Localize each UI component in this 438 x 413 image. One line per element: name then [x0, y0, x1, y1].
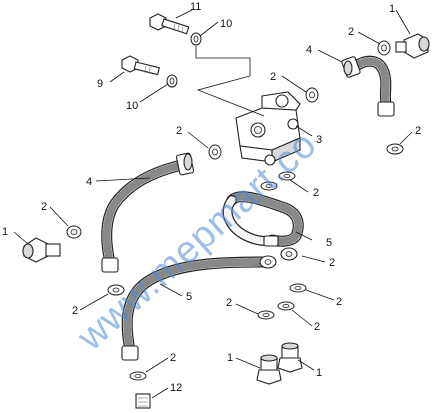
callout-11: 11	[190, 1, 201, 13]
callout-2-right-mid: 2	[329, 257, 335, 269]
callout-9: 9	[97, 78, 103, 90]
callout-1-bottom-left: 1	[227, 352, 233, 364]
callout-5-right: 5	[326, 237, 332, 249]
callout-2-valve: 2	[270, 71, 276, 83]
hose-4-right	[350, 55, 392, 110]
washer-10-top	[190, 32, 202, 46]
callout-2-top-right: 2	[348, 26, 354, 38]
callout-1-left: 1	[2, 226, 8, 238]
fitting-1-top-right	[395, 33, 430, 59]
callout-2-left-valve: 2	[176, 125, 182, 137]
valve-body	[235, 91, 301, 166]
callout-2-lower-right: 2	[336, 296, 342, 308]
callout-2-lower-mid: 2	[226, 297, 232, 309]
callout-12: 12	[170, 382, 182, 394]
callout-numbers: 11 10 1 2 4 9 2 10 3 2 2 2 4 2 1 5 2 5 2…	[2, 1, 421, 394]
fitting-1-left	[22, 237, 61, 263]
callout-3: 3	[316, 134, 322, 146]
callout-4-left: 4	[86, 176, 92, 188]
fitting-12	[135, 393, 151, 409]
callout-10-mid: 10	[126, 100, 138, 112]
bolt-9	[121, 55, 160, 76]
callout-2-bottom: 2	[170, 352, 176, 364]
callout-4-right: 4	[306, 44, 312, 56]
callout-2-far-right: 2	[415, 125, 421, 137]
hose-end-nuts	[101, 56, 395, 361]
bolt-11	[149, 13, 190, 35]
callout-5-lower: 5	[186, 291, 192, 303]
callout-2-center: 2	[313, 187, 319, 199]
callout-2-lower-left: 2	[72, 305, 78, 317]
fitting-1-bottom-left	[256, 354, 282, 385]
callout-1-top-right: 1	[389, 3, 395, 15]
callout-10-top: 10	[220, 18, 232, 30]
hose-4-left	[101, 158, 192, 268]
seal-washers-2	[66, 40, 404, 381]
leader-lines	[13, 9, 413, 399]
callout-2-bottom-right: 2	[314, 321, 320, 333]
fitting-1-bottom-right	[277, 342, 303, 373]
hose-5-lower	[121, 256, 272, 356]
washer-10-mid	[166, 74, 178, 88]
callout-1-bottom-right: 1	[316, 367, 322, 379]
callout-2-left: 2	[41, 201, 47, 213]
